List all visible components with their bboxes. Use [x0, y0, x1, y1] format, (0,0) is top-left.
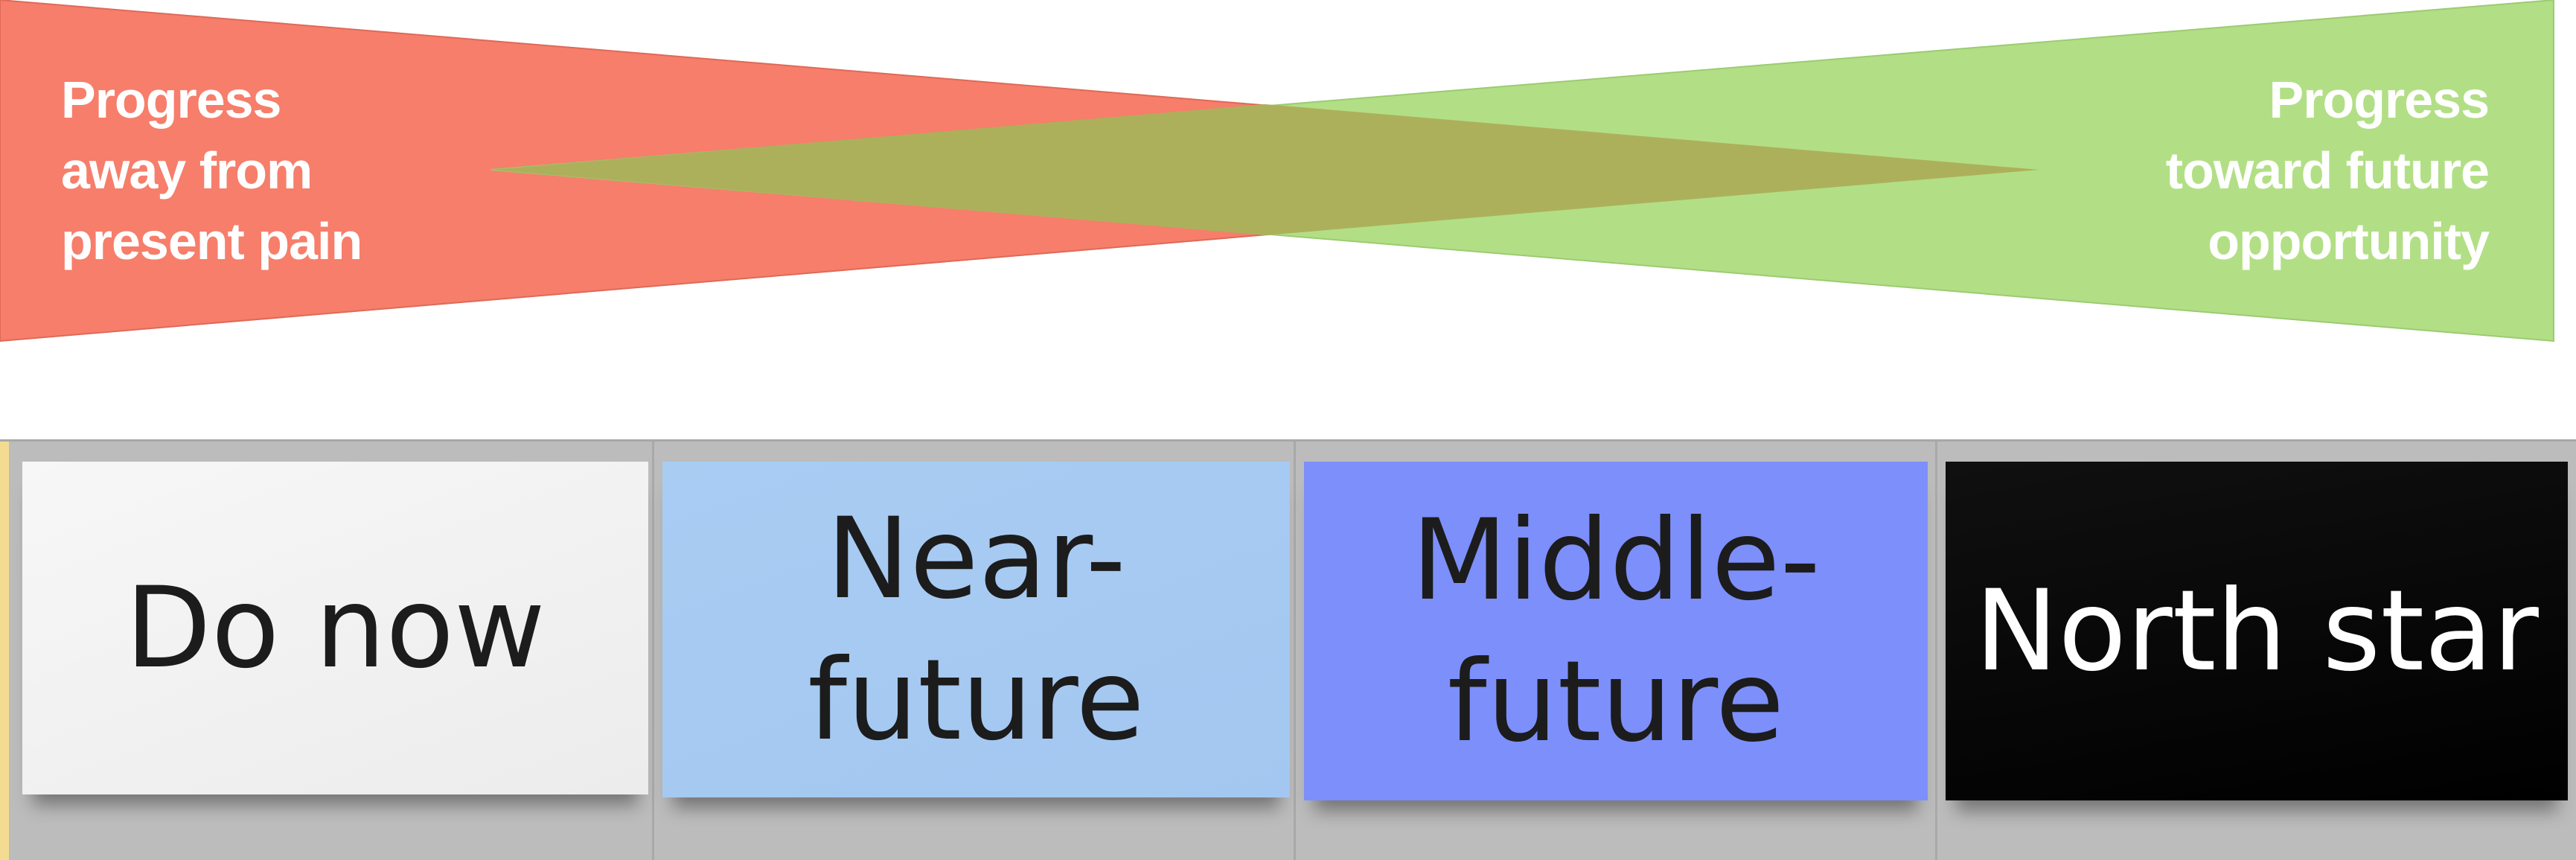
- lane-divider: [652, 442, 654, 860]
- progress-arrows-diagram: [0, 0, 2554, 343]
- sticky-note-near-future[interactable]: Near- future: [662, 462, 1290, 797]
- note-text: future: [1447, 637, 1785, 767]
- label-line: Progress: [2269, 71, 2490, 129]
- label-line: toward future: [2165, 141, 2490, 200]
- sticky-note-board: Do now Near- future Middle- future North…: [0, 439, 2576, 860]
- board-edge: [0, 442, 9, 860]
- label-away-from-present-pain: Progress away from present pain: [61, 65, 448, 277]
- label-line: opportunity: [2208, 212, 2490, 270]
- sticky-note-do-now[interactable]: Do now: [22, 462, 648, 794]
- label-line: present pain: [61, 212, 362, 270]
- label-line: away from: [61, 141, 313, 200]
- label-toward-future-opportunity: Progress toward future opportunity: [2072, 65, 2490, 277]
- label-line: Progress: [61, 71, 281, 129]
- note-text: Near-: [826, 494, 1126, 624]
- note-text: North star: [1975, 566, 2539, 696]
- sticky-note-north-star[interactable]: North star: [1946, 462, 2568, 800]
- note-text: future: [808, 635, 1145, 765]
- note-text: Do now: [125, 563, 546, 693]
- lane-divider: [1294, 442, 1296, 860]
- sticky-note-middle-future[interactable]: Middle- future: [1304, 462, 1928, 800]
- note-text: Middle-: [1411, 495, 1821, 625]
- lane-divider: [1935, 442, 1937, 860]
- overlap-region: [491, 104, 2039, 235]
